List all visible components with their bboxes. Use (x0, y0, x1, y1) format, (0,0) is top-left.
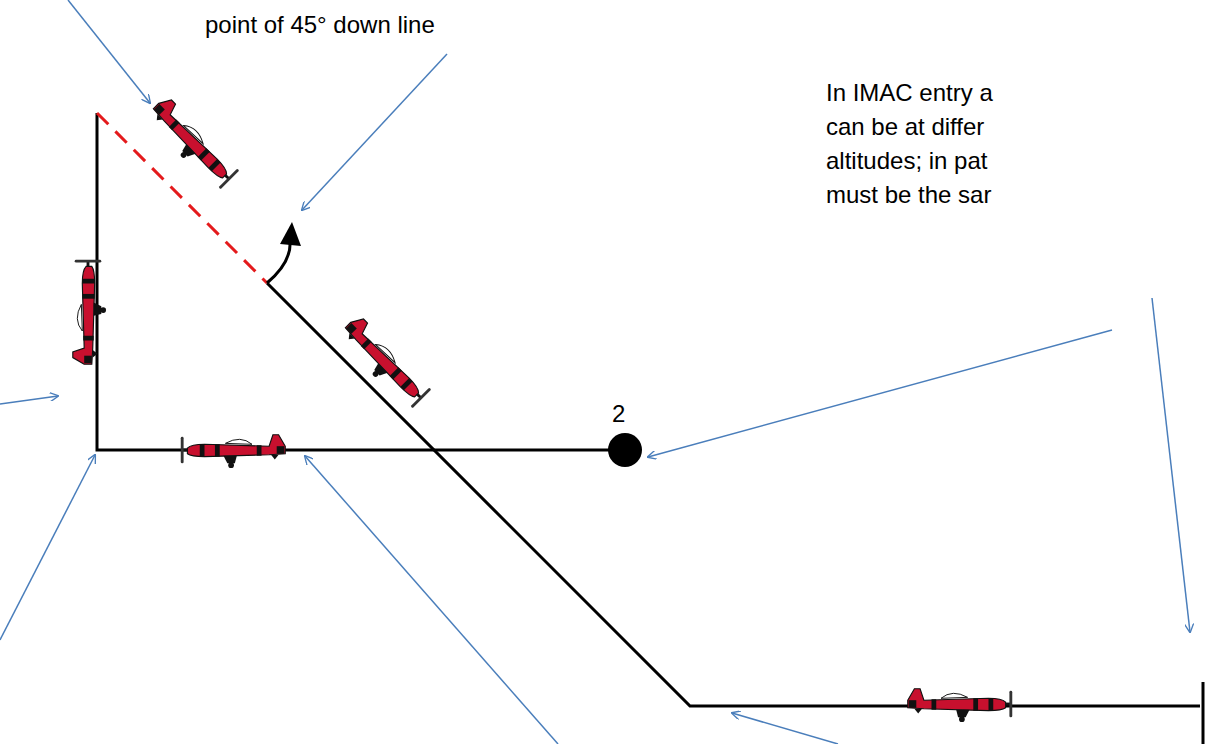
airplane (73, 260, 106, 365)
flight-path (97, 113, 1203, 744)
airplane (908, 689, 1013, 722)
airplane (335, 314, 432, 411)
note-text: In IMAC entry a can be at differ altitud… (826, 76, 1032, 212)
callout-number: 2 (612, 400, 642, 428)
curve-arrow (267, 240, 290, 283)
airplane (143, 95, 240, 192)
airplane (181, 435, 286, 468)
arrow-head (280, 222, 301, 246)
end-dot (608, 433, 642, 467)
callout-text: point of 45° down line (205, 8, 505, 42)
